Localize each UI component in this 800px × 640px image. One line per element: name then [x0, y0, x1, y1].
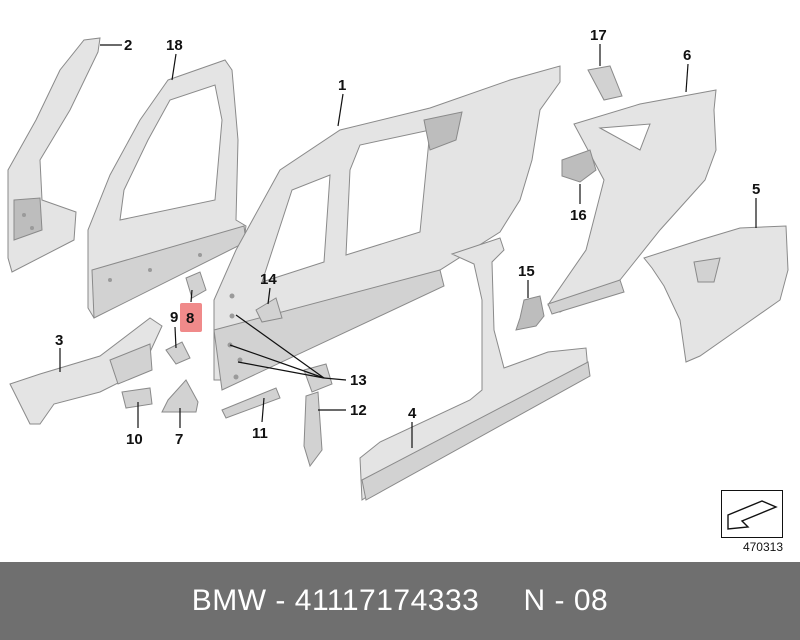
- callout-7: 7: [175, 431, 183, 448]
- callout-10: 10: [126, 431, 143, 448]
- callout-9: 9: [170, 309, 178, 326]
- part-14-bracket: [255, 297, 283, 323]
- part-10-bracket: [121, 387, 153, 409]
- callout-16: 16: [570, 207, 587, 224]
- part-12-reinforcement: [303, 391, 323, 468]
- callout-8-highlight: [180, 303, 202, 332]
- footer-bar: BMW - 41117174333 N - 08: [0, 562, 800, 640]
- callout-2: 2: [124, 37, 132, 54]
- callout-11: 11: [252, 425, 268, 442]
- part-3-front-rail: [9, 317, 163, 425]
- parts-diagram: 2 18 1 17 6 5 16 15 14 3 8 9 13 12 4 10 …: [7, 27, 789, 501]
- callout-13: 13: [350, 372, 367, 389]
- reference-number: 470313: [742, 540, 783, 554]
- callout-6: 6: [683, 47, 691, 64]
- part-18-door-frame: [87, 59, 247, 319]
- callout-14: 14: [260, 271, 277, 288]
- part-2-a-pillar: [7, 37, 101, 273]
- callout-17: 17: [590, 27, 607, 44]
- callout-5: 5: [752, 181, 760, 198]
- leader-lines: [59, 44, 757, 448]
- part-11-reinforcement: [221, 387, 281, 419]
- part-4-rocker: [359, 237, 591, 501]
- part-1-side-frame: [213, 65, 561, 391]
- part-15-bracket: [515, 295, 545, 331]
- part-number-label: BMW - 41117174333 N - 08: [191, 584, 609, 617]
- part-8-bracket: [185, 271, 207, 299]
- callout-8: 8: [186, 310, 194, 327]
- part-17-bracket: [587, 65, 623, 101]
- callout-3: 3: [55, 332, 63, 349]
- arrow-icon: [727, 500, 778, 530]
- reference-icon-box: [721, 490, 783, 538]
- part-5-side-panel: [643, 225, 789, 363]
- callout-15: 15: [518, 263, 535, 280]
- callout-4: 4: [408, 405, 417, 422]
- part-9-bracket: [165, 341, 191, 365]
- callout-12: 12: [350, 402, 367, 419]
- part-13-bracket: [303, 363, 333, 393]
- part-7-bracket: [161, 379, 199, 413]
- part-6-rear-quarter: [547, 89, 717, 315]
- callout-1: 1: [338, 77, 346, 94]
- callout-18: 18: [166, 37, 183, 54]
- part-16-bracket: [561, 149, 597, 183]
